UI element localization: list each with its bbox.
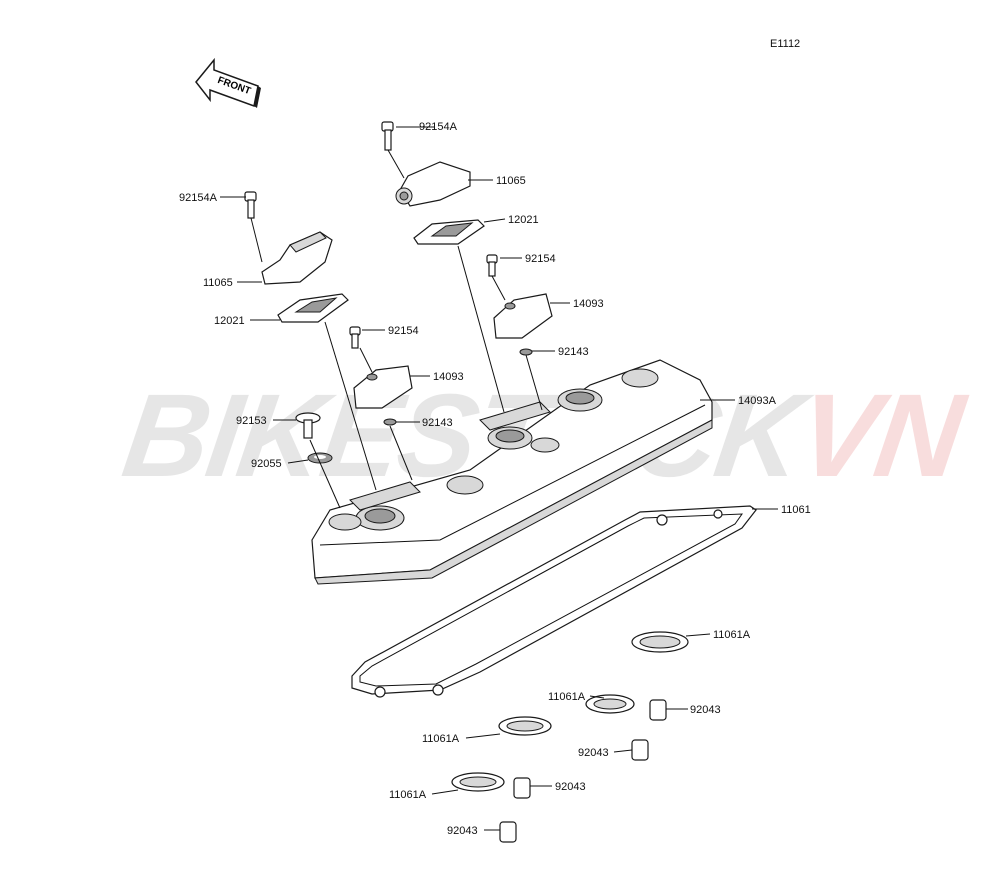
callout-11061a-2: 11061A — [548, 691, 586, 703]
diagram-code: E1112 — [770, 38, 801, 50]
seal-set-3 — [498, 716, 552, 799]
callout-92143-left: 92143 — [422, 417, 453, 429]
callout-11061: 11061 — [781, 504, 811, 516]
callout-11061a-1: 11061A — [713, 629, 751, 641]
callout-92055: 92055 — [251, 458, 282, 470]
callout-11065-right: 11065 — [496, 175, 526, 187]
callout-92154-right: 92154 — [525, 253, 556, 265]
callout-11061a-3: 11061A — [422, 733, 460, 745]
callout-92154a-left: 92154A — [179, 192, 217, 204]
right-breather-assembly — [381, 121, 553, 356]
head-cover-gasket — [351, 505, 757, 698]
leader-lines — [220, 126, 778, 831]
cylinder-head-cover — [311, 359, 713, 585]
callout-92043-2: 92043 — [578, 747, 609, 759]
callout-12021-left: 12021 — [214, 315, 245, 327]
callout-12021-right: 12021 — [508, 214, 539, 226]
callout-14093-left: 14093 — [433, 371, 464, 383]
front-arrow-icon: FRONT — [195, 57, 261, 108]
callout-14093a: 14093A — [738, 395, 776, 407]
callout-92043-3: 92043 — [555, 781, 586, 793]
left-breather-assembly — [244, 191, 413, 464]
callout-11061a-4: 11061A — [389, 789, 427, 801]
callout-11065-left: 11065 — [203, 277, 233, 289]
seal-set-1 — [631, 631, 689, 721]
callout-92154a-right: 92154A — [419, 121, 457, 133]
callout-92143-right: 92143 — [558, 346, 589, 358]
seal-set-4 — [451, 772, 517, 843]
callout-92043-4: 92043 — [447, 825, 478, 837]
callout-14093-right: 14093 — [573, 298, 604, 310]
seal-set-2 — [585, 694, 649, 761]
callout-92153: 92153 — [236, 415, 267, 427]
callout-92043-1: 92043 — [690, 704, 721, 716]
callout-92154-left: 92154 — [388, 325, 419, 337]
